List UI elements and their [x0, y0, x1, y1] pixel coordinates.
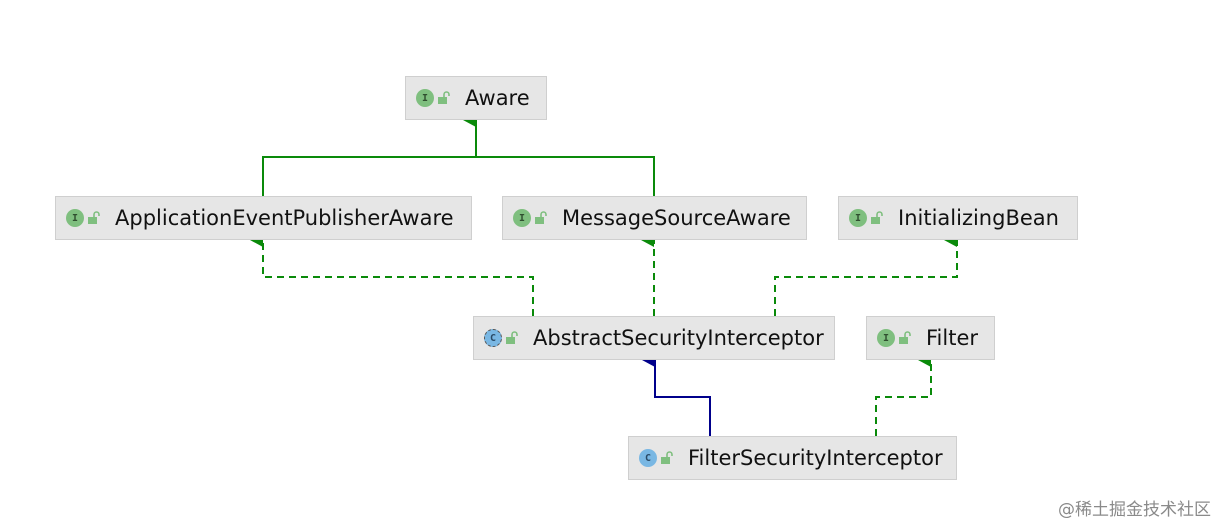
node-applicationeventpublisheraware[interactable]: I ApplicationEventPublisherAware [55, 196, 472, 240]
node-label: AbstractSecurityInterceptor [533, 326, 824, 350]
interface-icon: I [877, 329, 895, 347]
class-icon: C [639, 449, 657, 467]
node-messagesourceaware[interactable]: I MessageSourceAware [502, 196, 807, 240]
node-abstractsecurityinterceptor[interactable]: C AbstractSecurityInterceptor [473, 316, 835, 360]
unlock-icon [535, 211, 547, 224]
interface-icon: I [849, 209, 867, 227]
interface-icon: I [513, 209, 531, 227]
watermark-text: @稀土掘金技术社区 [1058, 500, 1211, 520]
interface-icon: I [66, 209, 84, 227]
edge-abstractsecurityinterceptor-implements-apppublisheraware [250, 233, 534, 316]
node-filter[interactable]: I Filter [866, 316, 995, 360]
edge-filtersecurityinterceptor-extends-abstractsecurityinterceptor [642, 353, 711, 436]
node-aware[interactable]: I Aware [405, 76, 547, 120]
node-label: Filter [926, 326, 979, 350]
unlock-icon [438, 91, 450, 104]
node-filtersecurityinterceptor[interactable]: C FilterSecurityInterceptor [628, 436, 957, 480]
unlock-icon [506, 331, 518, 344]
interface-icon: I [416, 89, 434, 107]
unlock-icon [661, 451, 673, 464]
abstract-class-icon: C [484, 329, 502, 347]
edge-abstractsecurityinterceptor-implements-initializingbean [774, 233, 958, 316]
edge-messagesourceaware-extends-aware [476, 156, 655, 196]
node-label: Aware [465, 86, 530, 110]
node-label: MessageSourceAware [562, 206, 791, 230]
unlock-icon [871, 211, 883, 224]
node-initializingbean[interactable]: I InitializingBean [838, 196, 1078, 240]
edge-filtersecurityinterceptor-implements-filter [875, 353, 932, 436]
node-label: InitializingBean [898, 206, 1059, 230]
node-label: FilterSecurityInterceptor [688, 446, 943, 470]
edge-apppublisheraware-extends-aware [262, 113, 477, 196]
unlock-icon [88, 211, 100, 224]
unlock-icon [899, 331, 911, 344]
node-label: ApplicationEventPublisherAware [115, 206, 454, 230]
